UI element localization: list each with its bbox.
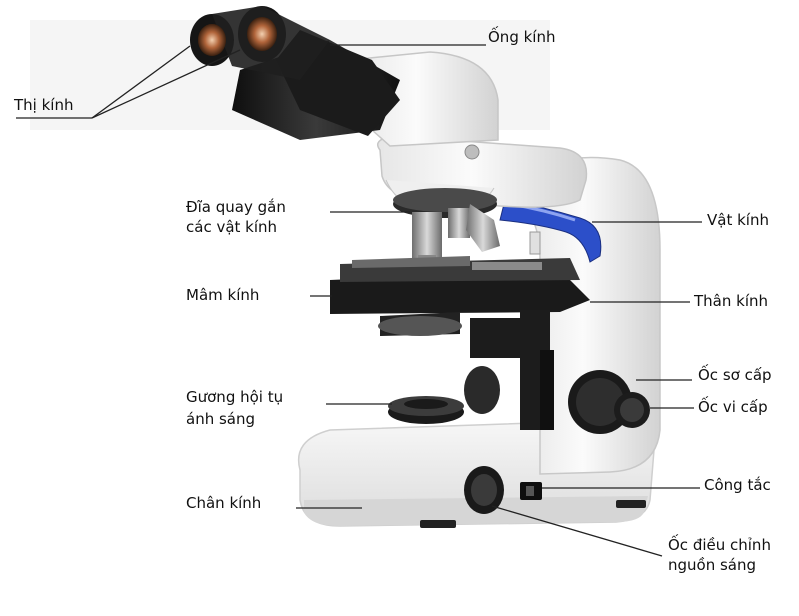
label-dia-quay-line2: các vật kính: [186, 218, 278, 236]
label-ong-kinh: Ống kính: [488, 28, 556, 46]
label-mam-kinh: Mâm kính: [186, 286, 260, 304]
label-guong-line2: ánh sáng: [186, 410, 256, 428]
leader-lines: [16, 44, 702, 557]
label-thi-kinh: Thị kính: [14, 96, 74, 114]
label-cong-tac: Công tắc: [704, 476, 771, 494]
label-chan-kinh: Chân kính: [186, 494, 262, 512]
nosepiece: [393, 188, 541, 269]
label-guong-line1: Gương hội tụ: [186, 388, 284, 406]
label-dia-quay-line1: Đĩa quay gắn: [186, 198, 286, 216]
stage: [330, 256, 590, 430]
eyepieces: [190, 6, 400, 140]
label-than-kinh: Thân kính: [694, 292, 769, 310]
label-oc-dieu-chinh-line1: Ốc điều chỉnh: [668, 536, 771, 554]
label-oc-vi-cap: Ốc vi cấp: [698, 398, 768, 416]
label-oc-dieu-chinh-line2: nguồn sáng: [668, 556, 757, 574]
label-oc-so-cap: Ốc sơ cấp: [698, 366, 772, 384]
light-controls: [464, 466, 542, 514]
label-vat-kinh: Vật kính: [707, 211, 769, 229]
focus-knobs: [568, 370, 650, 434]
condenser: [388, 366, 500, 424]
